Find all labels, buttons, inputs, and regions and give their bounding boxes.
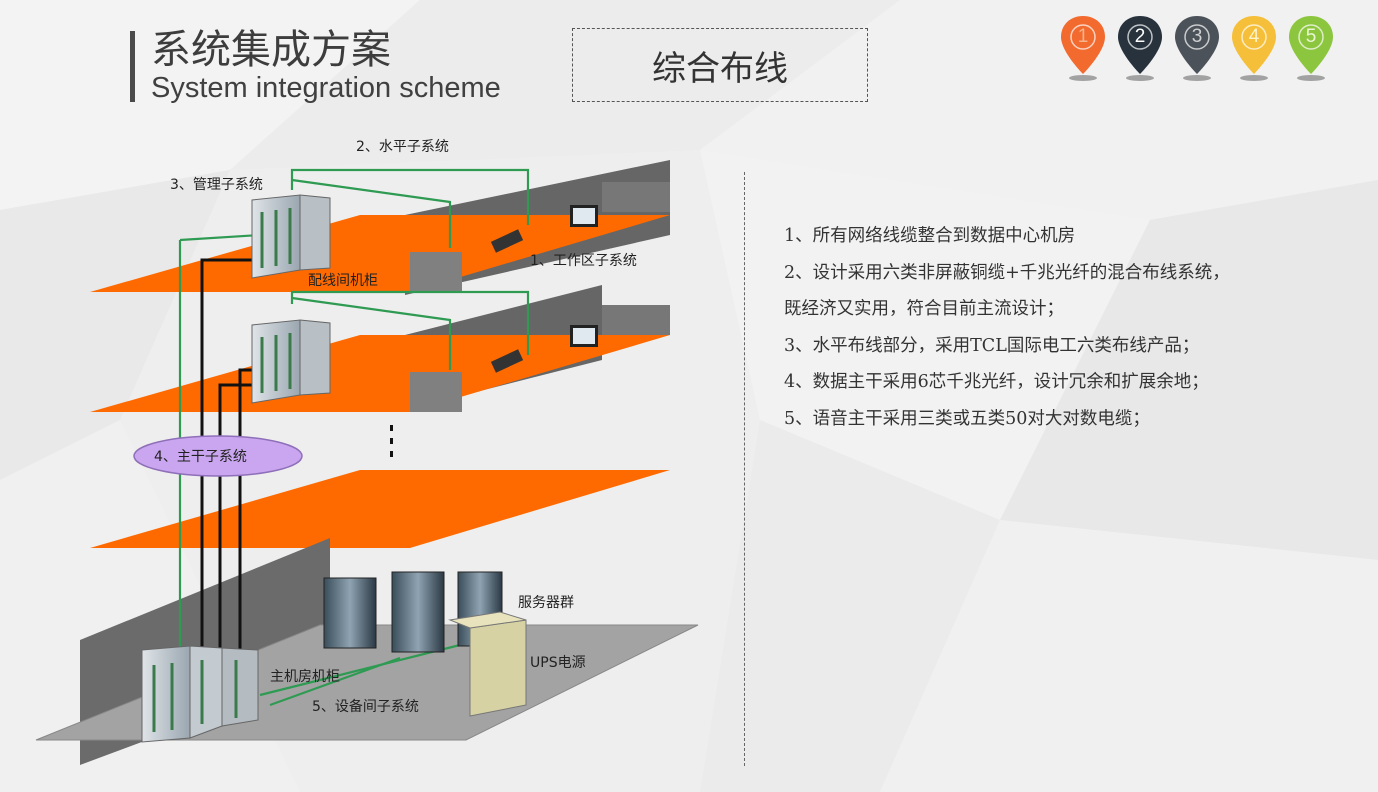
description-item: 5、语音主干采用三类或五类50对大对数电缆；: [784, 408, 1150, 429]
workstation-icon: [490, 325, 598, 373]
server-icon: [323, 571, 503, 653]
floor-plane: [90, 335, 670, 412]
ups-icon: [448, 611, 527, 717]
equipment-subsystem-label: 5、设备间子系统: [312, 699, 419, 715]
vertical-divider: [744, 172, 745, 766]
backbone-ellipse: [133, 435, 303, 477]
section-title-box: 综合布线: [572, 28, 868, 102]
server-group-label: 服务器群: [518, 595, 574, 611]
wiring-cabinet-label: 配线间机柜: [308, 273, 378, 289]
wiring-cabinet: [251, 194, 331, 279]
workstation-icon: [490, 205, 598, 253]
horizontal-subsystem-label: 2、水平子系统: [356, 139, 449, 155]
ups-label: UPS电源: [530, 655, 586, 671]
description-item: 2、设计采用六类非屏蔽铜缆+千兆光纤的混合布线系统，既经济又实用，符合目前主流设…: [784, 262, 1230, 320]
management-subsystem-label: 3、管理子系统: [170, 177, 263, 193]
description-item: 1、所有网络线缆整合到数据中心机房: [784, 226, 1076, 246]
page-title: 系统集成方案: [151, 27, 391, 73]
wiring-cabinet: [251, 319, 331, 404]
title-accent-bar: [130, 31, 135, 102]
map-pin-icon[interactable]: 1: [1058, 14, 1108, 84]
floor-plane: [90, 215, 670, 292]
pin-number: 1: [1077, 26, 1089, 47]
pin-number: 2: [1134, 26, 1146, 47]
work-area-subsystem-label: 1、工作区子系统: [530, 253, 637, 269]
cabling-diagram: 2、水平子系统 3、管理子系统 1、工作区子系统 配线间机柜 4、主干子系统 服…: [30, 120, 710, 770]
section-title: 综合布线: [652, 48, 788, 89]
step-pins: 1 2 3 4 5: [1058, 14, 1338, 84]
map-pin-icon[interactable]: 4: [1229, 14, 1279, 84]
cabling-diagram-graphic: [35, 160, 699, 765]
map-pin-icon[interactable]: 2: [1115, 14, 1165, 84]
pin-number: 4: [1248, 26, 1260, 47]
floor-plane: [90, 470, 670, 548]
description-item: 3、水平布线部分，采用TCL国际电工六类布线产品；: [784, 335, 1200, 356]
map-pin-icon[interactable]: 5: [1286, 14, 1336, 84]
main-cabinet-label: 主机房机柜: [270, 669, 340, 685]
pin-number: 3: [1191, 26, 1203, 47]
backbone-subsystem-label: 4、主干子系统: [154, 449, 247, 465]
page-subtitle: System integration scheme: [151, 72, 501, 104]
description-item: 4、数据主干采用6芯千兆光纤，设计冗余和扩展余地；: [784, 372, 1209, 392]
pin-number: 5: [1305, 26, 1317, 47]
description-list: 1、所有网络线缆整合到数据中心机房 2、设计采用六类非屏蔽铜缆+千兆光纤的混合布…: [784, 218, 1234, 437]
main-cabinet: [141, 645, 259, 743]
map-pin-icon[interactable]: 3: [1172, 14, 1222, 84]
